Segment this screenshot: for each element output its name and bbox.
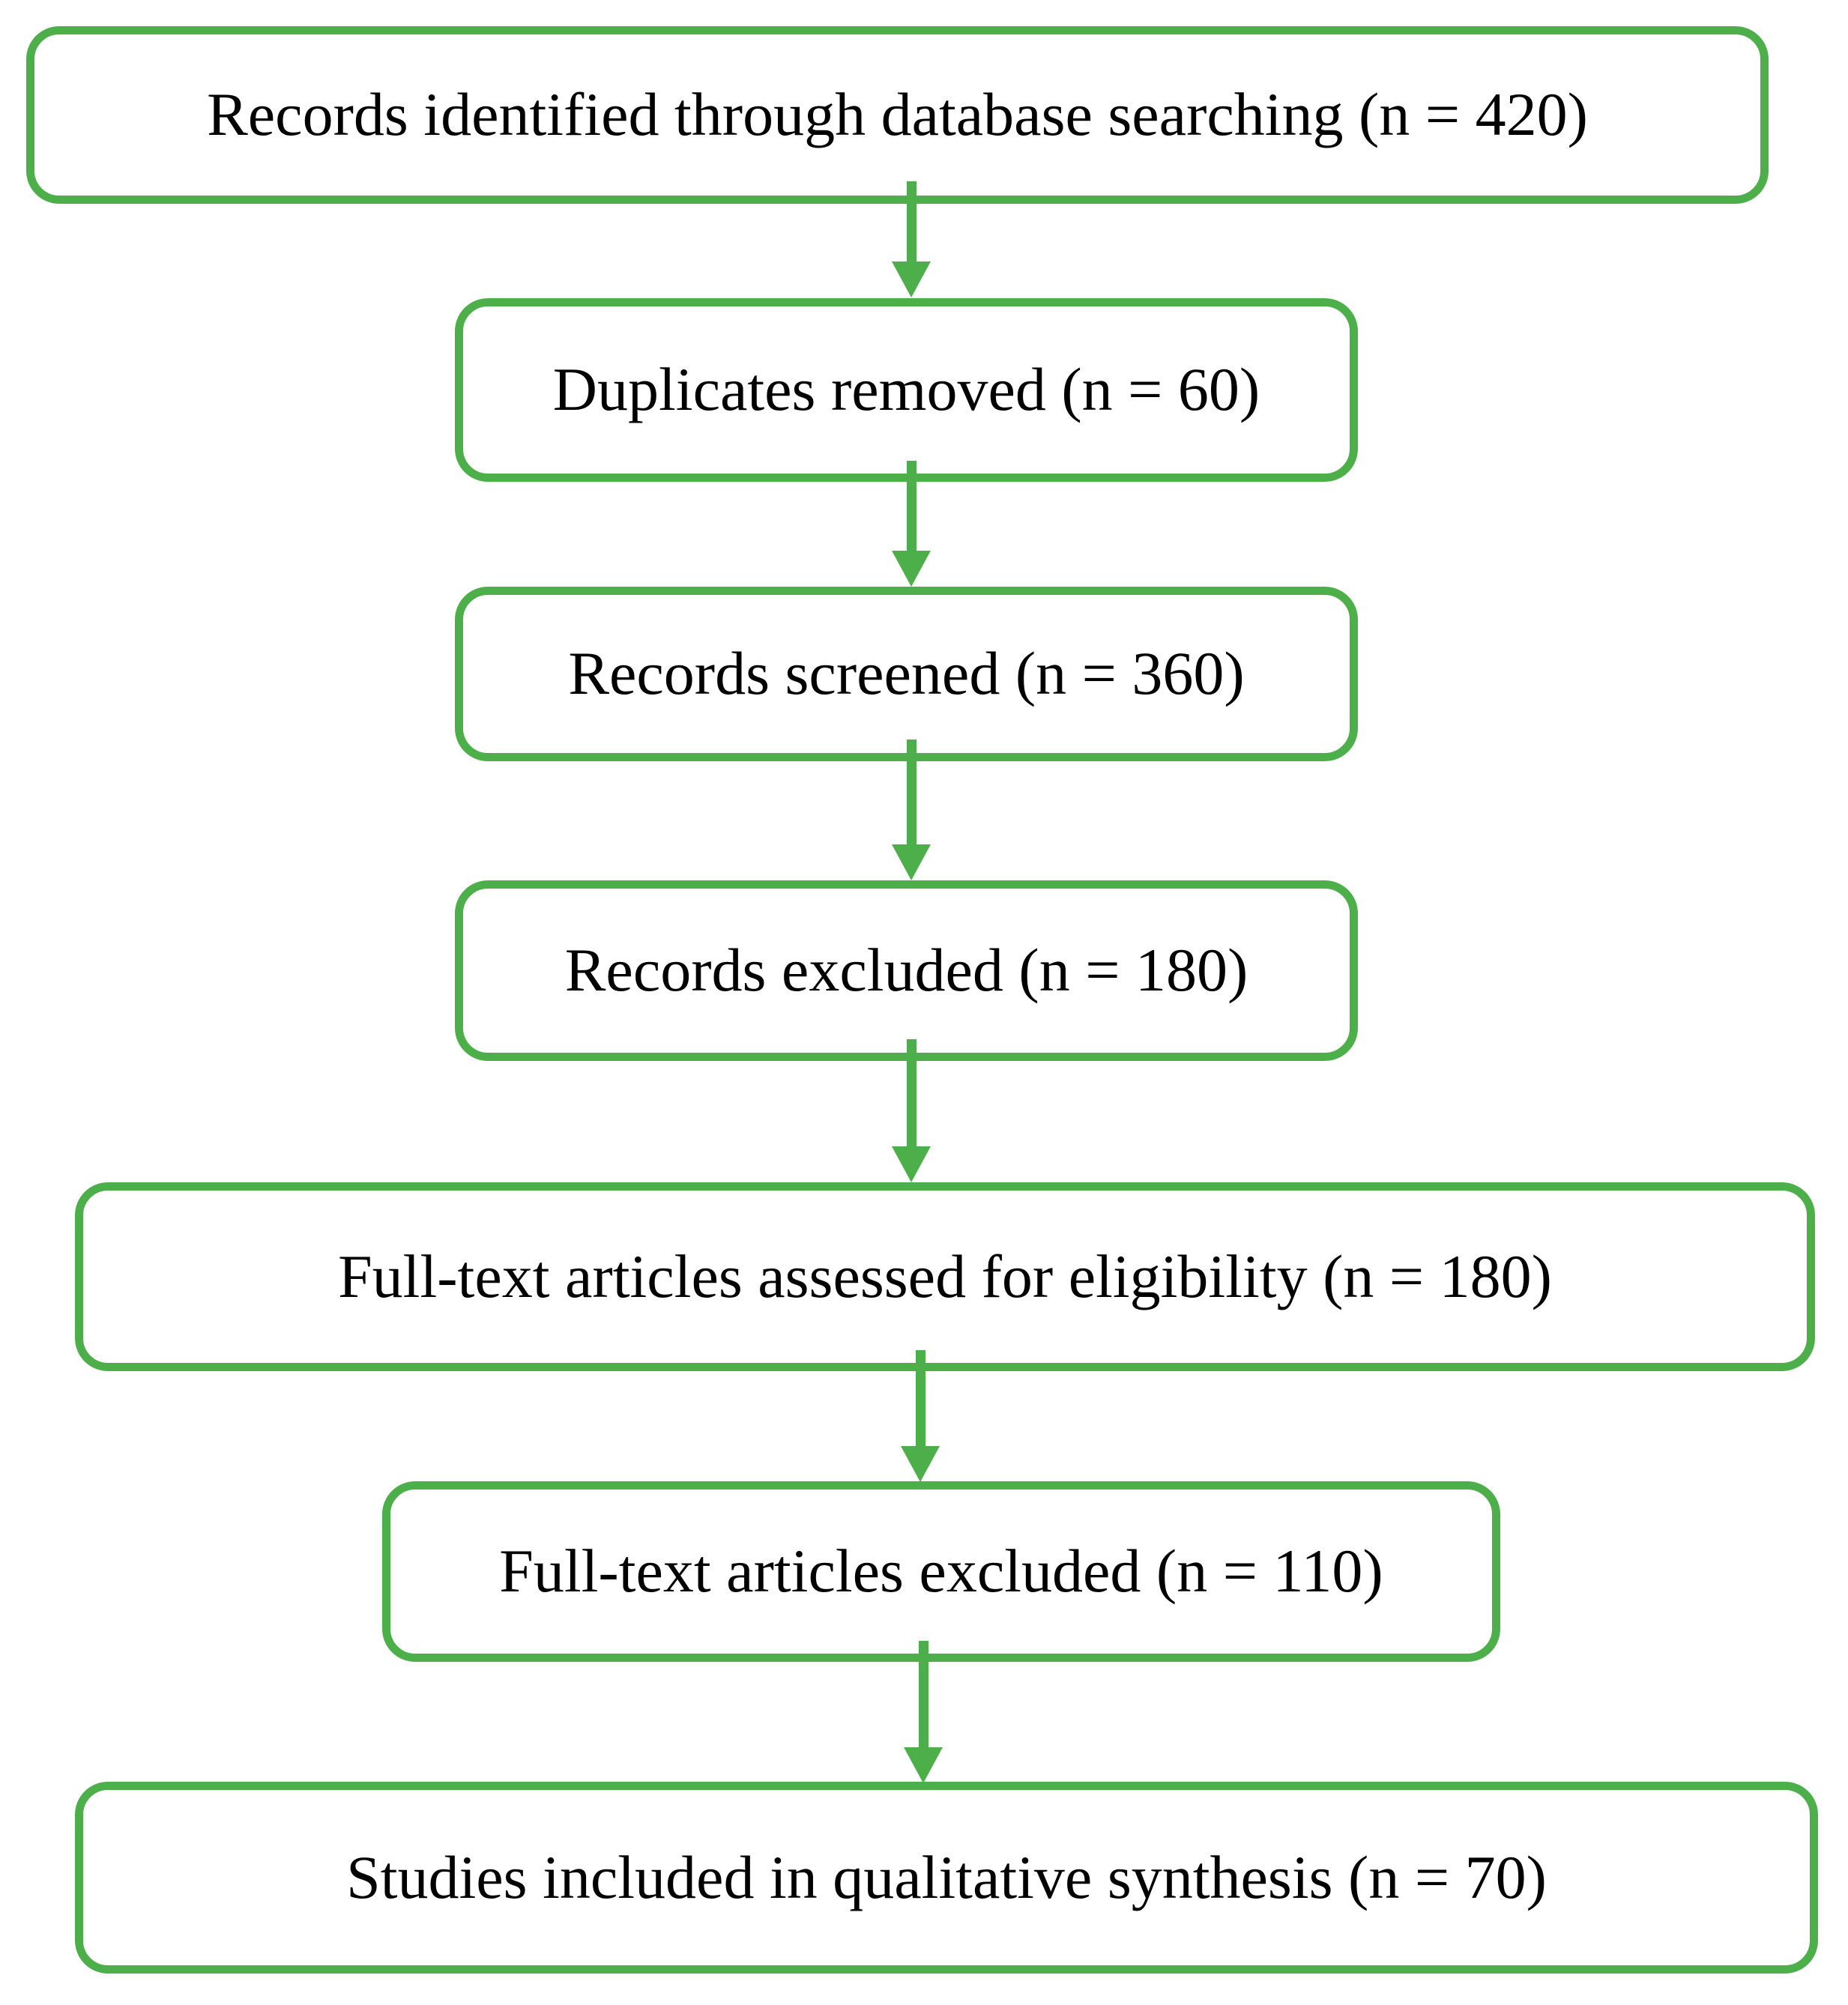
flow-node-fulltext-assessed: Full-text articles assessed for eligibil… xyxy=(75,1182,1815,1371)
flow-node-records-excluded: Records excluded (n = 180) xyxy=(455,880,1358,1061)
flow-node-label: Full-text articles excluded (n = 110) xyxy=(499,1537,1383,1606)
arrow-shaft xyxy=(915,1350,925,1446)
down-arrow-5 xyxy=(901,1350,940,1482)
down-arrow-1 xyxy=(892,181,931,297)
flow-node-records-screened: Records screened (n = 360) xyxy=(455,587,1358,761)
down-arrow-6 xyxy=(904,1641,943,1783)
flow-node-records-identified: Records identified through database sear… xyxy=(26,26,1769,204)
flow-node-label: Records identified through database sear… xyxy=(207,80,1588,149)
arrow-shaft xyxy=(906,1039,917,1146)
arrow-head-icon xyxy=(901,1446,940,1482)
flow-node-label: Full-text articles assessed for eligibil… xyxy=(338,1242,1552,1310)
arrow-head-icon xyxy=(892,844,931,880)
arrow-head-icon xyxy=(892,261,931,297)
flow-node-fulltext-excluded: Full-text articles excluded (n = 110) xyxy=(382,1481,1500,1662)
down-arrow-4 xyxy=(892,1039,931,1182)
flow-node-label: Studies included in qualitative synthesi… xyxy=(346,1842,1547,1911)
arrow-head-icon xyxy=(892,1146,931,1182)
down-arrow-3 xyxy=(892,740,931,880)
flow-node-label: Records excluded (n = 180) xyxy=(564,936,1248,1005)
flow-node-qualitative-synthesis: Studies included in qualitative synthesi… xyxy=(75,1782,1818,1974)
arrow-shaft xyxy=(906,740,917,844)
arrow-head-icon xyxy=(904,1747,943,1783)
flow-node-label: Records screened (n = 360) xyxy=(568,639,1245,708)
arrow-shaft xyxy=(918,1641,928,1747)
down-arrow-2 xyxy=(892,461,931,587)
arrow-head-icon xyxy=(892,551,931,587)
arrow-shaft xyxy=(906,181,917,261)
arrow-shaft xyxy=(906,461,917,551)
flow-node-duplicates-removed: Duplicates removed (n = 60) xyxy=(455,298,1358,482)
flow-node-label: Duplicates removed (n = 60) xyxy=(552,355,1260,424)
